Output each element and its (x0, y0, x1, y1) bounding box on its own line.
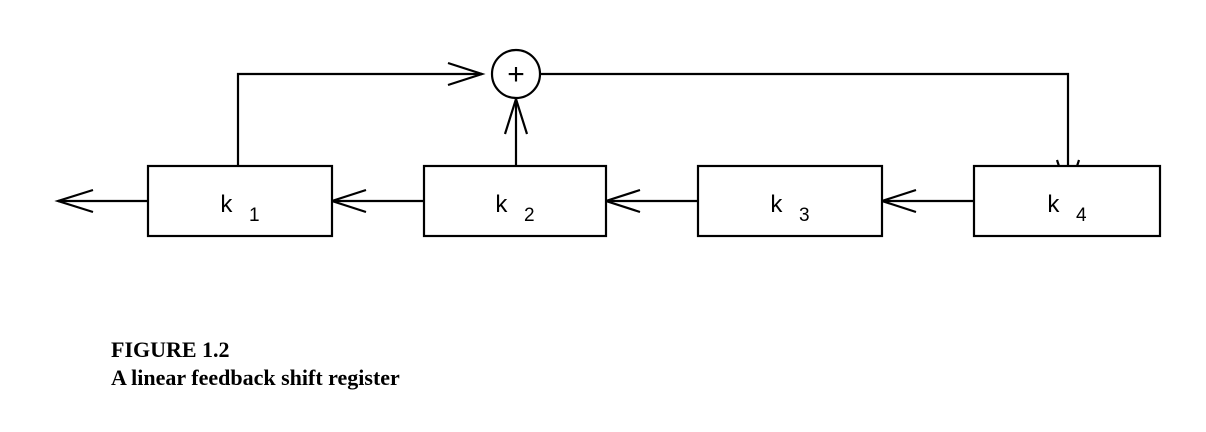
xor-output-wire-to-k4 (540, 72, 1070, 194)
register-k3-index: 3 (799, 205, 810, 226)
figure-caption: FIGURE 1.2 A linear feedback shift regis… (111, 336, 400, 392)
svg-text:k 4: k 4 (1047, 191, 1087, 226)
figure-label: FIGURE 1.2 (111, 337, 230, 362)
register-k1-name: k (220, 191, 233, 218)
lfsr-diagram: + k 1 k 2 k 3 k 4 (54, 48, 1162, 238)
register-k4-name: k (1047, 191, 1060, 218)
register-k4: k 4 (972, 164, 1162, 238)
figure-title: A linear feedback shift register (111, 365, 400, 390)
xor-node: + (490, 48, 542, 100)
register-k2-name: k (495, 191, 508, 218)
svg-text:k 3: k 3 (770, 191, 809, 226)
arrowhead-into-xor-left (447, 61, 486, 87)
xor-symbol: + (507, 58, 525, 91)
svg-text:k 2: k 2 (495, 191, 534, 226)
register-k2: k 2 (422, 164, 608, 238)
feedback-wire-k1-to-xor (236, 72, 482, 166)
svg-text:k 1: k 1 (220, 191, 259, 226)
register-k3-name: k (770, 191, 783, 218)
register-k1-index: 1 (249, 205, 260, 226)
register-k2-index: 2 (524, 205, 535, 226)
register-k3: k 3 (696, 164, 884, 238)
arrowhead-output (54, 188, 94, 214)
register-k4-index: 4 (1076, 205, 1087, 226)
register-k1: k 1 (146, 164, 334, 238)
